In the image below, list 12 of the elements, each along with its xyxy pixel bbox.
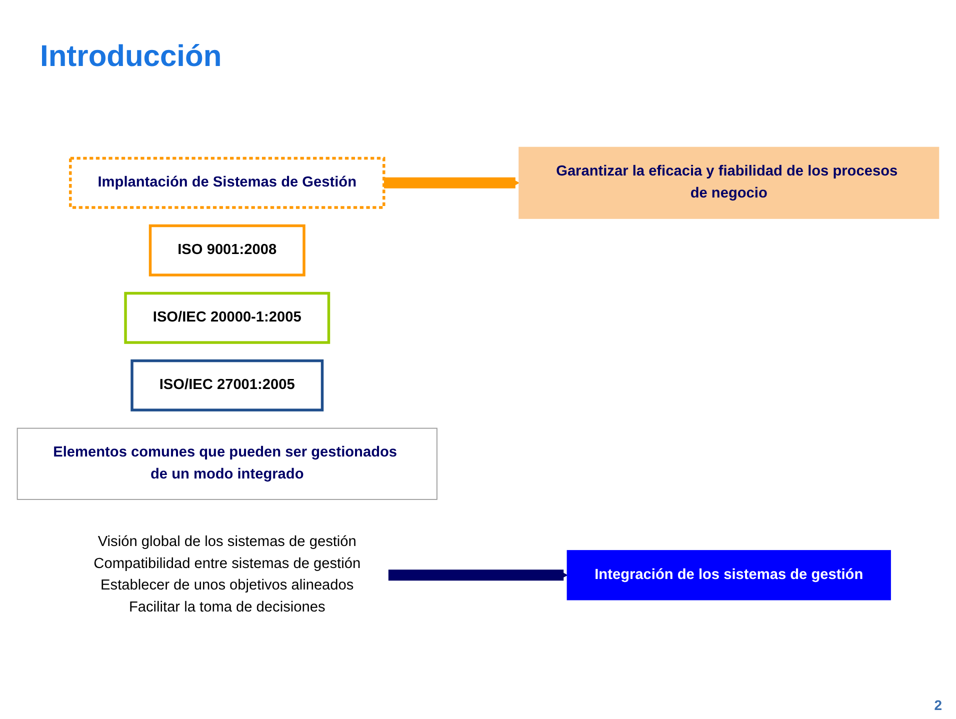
node-box: Integración de los sistemas de gestión	[566, 550, 891, 600]
node-box: Garantizar la eficacia y fiabilidad de los procesos de negocio	[518, 146, 940, 219]
page-number: 2	[934, 697, 942, 713]
arrow	[388, 570, 568, 581]
node-box: Elementos comunes que pueden ser gestionados de un modo integrado	[16, 428, 438, 500]
slide-title: Introducción	[40, 40, 222, 74]
node-text: Visión global de los sistemas de gestión Compatibilidad entre sistemas de gestión Establecer de unos objetivos alineados Facilitar la toma de decisiones	[94, 534, 361, 616]
node-box: ISO/IEC 27001:2005	[130, 359, 324, 412]
node-box: ISO 9001:2008	[148, 224, 306, 276]
node-box: ISO/IEC 20000-1:2005	[124, 292, 330, 344]
node-box: Implantación de Sistemas de Gestión	[69, 156, 386, 209]
arrow	[384, 177, 520, 188]
